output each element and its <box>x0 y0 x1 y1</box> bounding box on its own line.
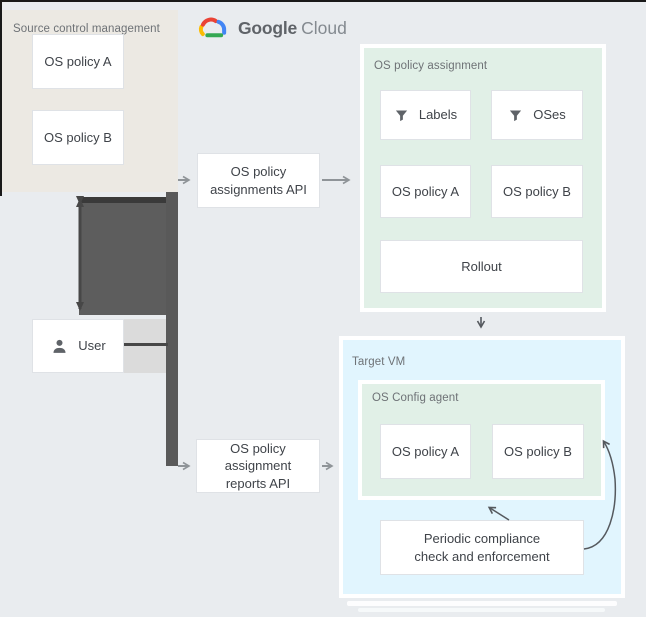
source-policy-b-label: OS policy B <box>44 129 112 145</box>
os-policy-assignments-api-node: OS policy assignments API <box>197 153 320 208</box>
assignment-policy-a-node: OS policy A <box>380 165 471 218</box>
os-policy-assignment-title: OS policy assignment <box>374 60 488 72</box>
filter-icon <box>508 108 523 123</box>
filter-icon <box>394 108 409 123</box>
user-label: User <box>78 338 106 354</box>
vm-stack-bar-1 <box>347 601 617 606</box>
oses-label: OSes <box>533 107 566 123</box>
target-vm-title: Target VM <box>352 356 406 368</box>
user-node: User <box>32 319 124 373</box>
agent-policy-b-label: OS policy B <box>504 443 572 459</box>
os-config-agent-title: OS Config agent <box>372 392 459 404</box>
source-policy-a-node: OS policy A <box>32 34 124 89</box>
vm-stack-bar-2 <box>358 608 605 612</box>
source-control-title: Source control management <box>13 23 160 35</box>
periodic-compliance-label: Periodic compliance check and enforcemen… <box>414 530 550 564</box>
connector-block-top-strip <box>79 197 166 203</box>
connector-block <box>79 197 166 315</box>
agent-policy-b-node: OS policy B <box>492 424 584 479</box>
assignment-policy-b-node: OS policy B <box>491 165 583 218</box>
os-policy-assignment-group: OS policy assignment Labels OSes OS poli… <box>360 44 606 312</box>
window-edge-left <box>0 0 2 196</box>
agent-policy-a-node: OS policy A <box>380 424 471 479</box>
os-config-agent-group: OS Config agent OS policy A OS policy B <box>358 380 605 500</box>
window-edge-top <box>0 0 646 2</box>
person-icon <box>50 337 69 356</box>
connector-vertical-bar <box>166 178 178 466</box>
assignment-policy-a-label: OS policy A <box>391 183 460 199</box>
target-vm-group: Target VM OS Config agent OS policy A OS… <box>339 336 625 598</box>
labels-node: Labels <box>380 90 471 140</box>
source-policy-b-node: OS policy B <box>32 110 124 165</box>
google-cloud-icon <box>196 15 229 41</box>
rollout-node: Rollout <box>380 240 583 293</box>
oses-node: OSes <box>491 90 583 140</box>
assignment-policy-b-label: OS policy B <box>503 183 571 199</box>
agent-policy-a-label: OS policy A <box>391 443 460 459</box>
connector-gray-strip <box>124 319 166 373</box>
source-policy-a-label: OS policy A <box>44 53 112 69</box>
labels-label: Labels <box>418 107 458 123</box>
rollout-label: Rollout <box>461 258 502 274</box>
os-policy-assignment-reports-api-node: OS policy assignment reports API <box>196 439 320 493</box>
user-connector-line <box>124 343 168 346</box>
os-policy-assignments-api-label: OS policy assignments API <box>210 163 307 197</box>
periodic-compliance-node: Periodic compliance check and enforcemen… <box>380 520 584 575</box>
os-policy-assignment-reports-api-label: OS policy assignment reports API <box>224 440 292 491</box>
